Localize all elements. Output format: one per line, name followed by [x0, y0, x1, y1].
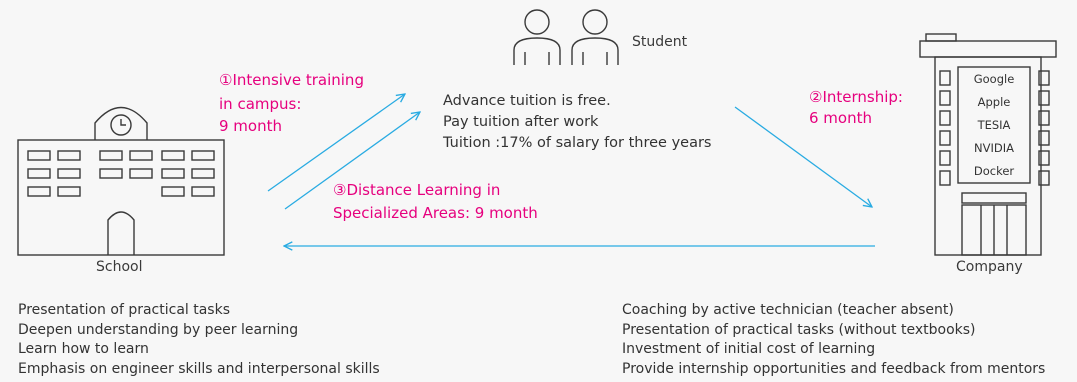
school-point: Learn how to learn: [18, 341, 149, 357]
student-line-2: Pay tuition after work: [443, 114, 599, 130]
arrow-step1-a: [267, 94, 405, 192]
company-label: Company: [956, 259, 1023, 275]
brand-apple: Apple: [977, 94, 1011, 109]
student-icon: [513, 9, 619, 65]
brand-docker: Docker: [973, 164, 1015, 179]
arrow-step1-b: [284, 112, 420, 210]
school-points: Presentation of practical tasks Deepen u…: [18, 301, 380, 379]
school-building-icon: [17, 106, 225, 256]
brand-google: Google: [973, 71, 1015, 86]
step3-line-2: Specialized Areas: 9 month: [333, 204, 538, 222]
step1-line-3: 9 month: [219, 117, 282, 135]
student-line-3: Tuition :17% of salary for three years: [443, 135, 712, 151]
company-point: Provide internship opportunities and fee…: [622, 360, 1046, 377]
school-point: Deepen understanding by peer learning: [18, 321, 299, 338]
brand-tesia: TESIA: [977, 117, 1011, 132]
step1-line-2: in campus:: [219, 95, 302, 113]
step3-line-1: ③Distance Learning in: [333, 181, 501, 199]
company-building-icon: [919, 33, 1057, 256]
company-points: Coaching by active technician (teacher a…: [622, 301, 1045, 379]
brand-nvidia: NVIDIA: [974, 141, 1014, 156]
school-point: Emphasis on engineer skills and interper…: [18, 360, 380, 377]
school-label: School: [96, 259, 143, 275]
student-label: Student: [632, 34, 688, 50]
step2-line-1: ②Internship:: [809, 88, 903, 106]
school-point: Presentation of practical tasks: [18, 302, 230, 318]
step1-line-1: ①Intensive training: [219, 71, 364, 89]
company-point: Presentation of practical tasks (without…: [622, 321, 976, 338]
company-point: Coaching by active technician (teacher a…: [622, 302, 954, 318]
arrow-step2: [734, 106, 872, 207]
company-point: Investment of initial cost of learning: [622, 341, 876, 357]
company-brand-list: Google Apple TESIA NVIDIA Docker: [958, 67, 1030, 183]
step2-line-2: 6 month: [809, 109, 872, 127]
student-line-1: Advance tuition is free.: [443, 93, 611, 109]
